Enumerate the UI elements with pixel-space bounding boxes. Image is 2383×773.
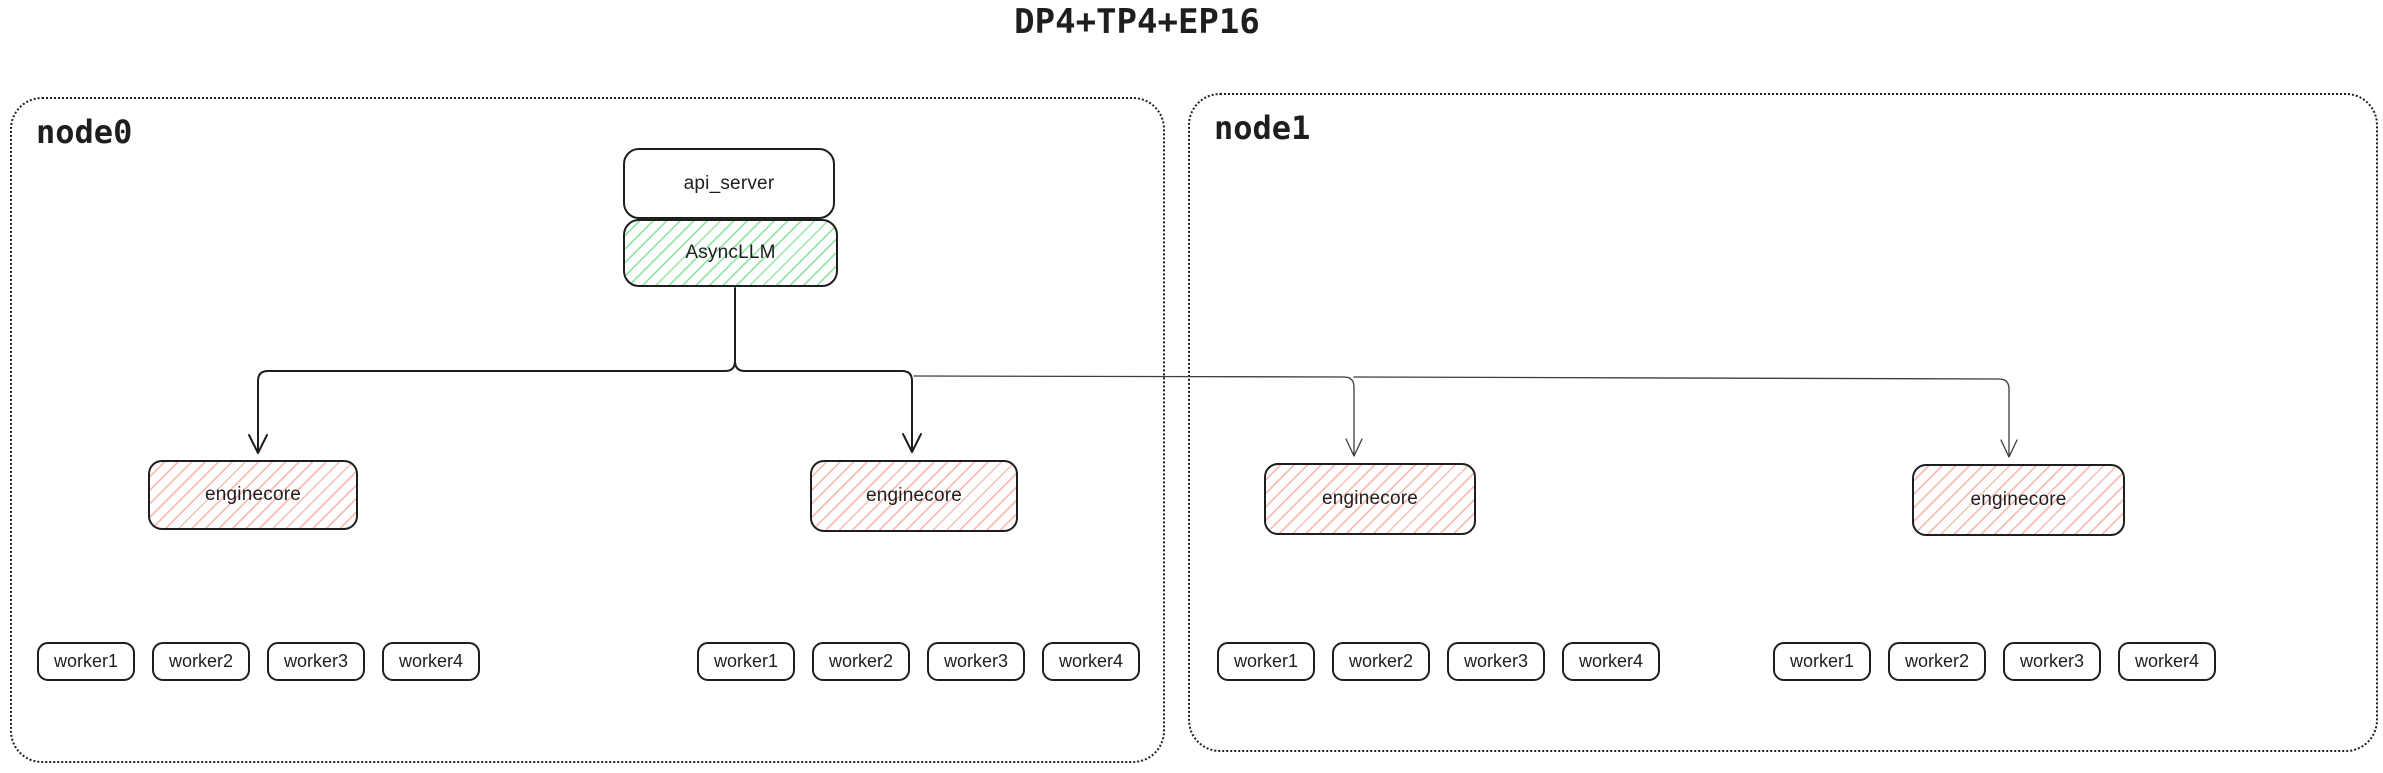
enginecore-label: enginecore — [1970, 489, 2067, 510]
node0-label: node0 — [36, 113, 133, 151]
worker-box: worker4 — [382, 642, 480, 681]
api-server-label: api_server — [683, 172, 775, 194]
worker-box: worker3 — [2003, 642, 2101, 681]
worker-box: worker4 — [1562, 642, 1660, 681]
worker-row-node0-1: worker1 worker2 worker3 worker4 — [37, 642, 480, 681]
worker-row-node1-2: worker1 worker2 worker3 worker4 — [1773, 642, 2216, 681]
worker-box: worker2 — [1888, 642, 1986, 681]
async-llm-box: AsyncLLM — [623, 219, 838, 287]
worker-box: worker2 — [152, 642, 250, 681]
worker-box: worker2 — [812, 642, 910, 681]
enginecore-box-node0-1: enginecore — [148, 460, 358, 530]
api-server-box: api_server — [623, 148, 835, 219]
worker-box: worker2 — [1332, 642, 1430, 681]
worker-box: worker3 — [927, 642, 1025, 681]
diagram-title: DP4+TP4+EP16 — [1014, 2, 1260, 42]
worker-box: worker4 — [2118, 642, 2216, 681]
enginecore-label: enginecore — [865, 485, 963, 506]
enginecore-box-node1-2: enginecore — [1912, 464, 2125, 536]
enginecore-label: enginecore — [1321, 488, 1419, 509]
enginecore-box-node0-2: enginecore — [810, 460, 1018, 532]
worker-box: worker3 — [267, 642, 365, 681]
node1-label: node1 — [1214, 109, 1311, 147]
async-llm-label: AsyncLLM — [685, 242, 776, 263]
enginecore-box-node1-1: enginecore — [1264, 463, 1476, 535]
worker-box: worker1 — [1217, 642, 1315, 681]
worker-row-node0-2: worker1 worker2 worker3 worker4 — [697, 642, 1140, 681]
worker-box: worker1 — [1773, 642, 1871, 681]
worker-box: worker1 — [697, 642, 795, 681]
worker-box: worker3 — [1447, 642, 1545, 681]
enginecore-label: enginecore — [204, 484, 302, 505]
worker-row-node1-1: worker1 worker2 worker3 worker4 — [1217, 642, 1660, 681]
worker-box: worker1 — [37, 642, 135, 681]
worker-box: worker4 — [1042, 642, 1140, 681]
